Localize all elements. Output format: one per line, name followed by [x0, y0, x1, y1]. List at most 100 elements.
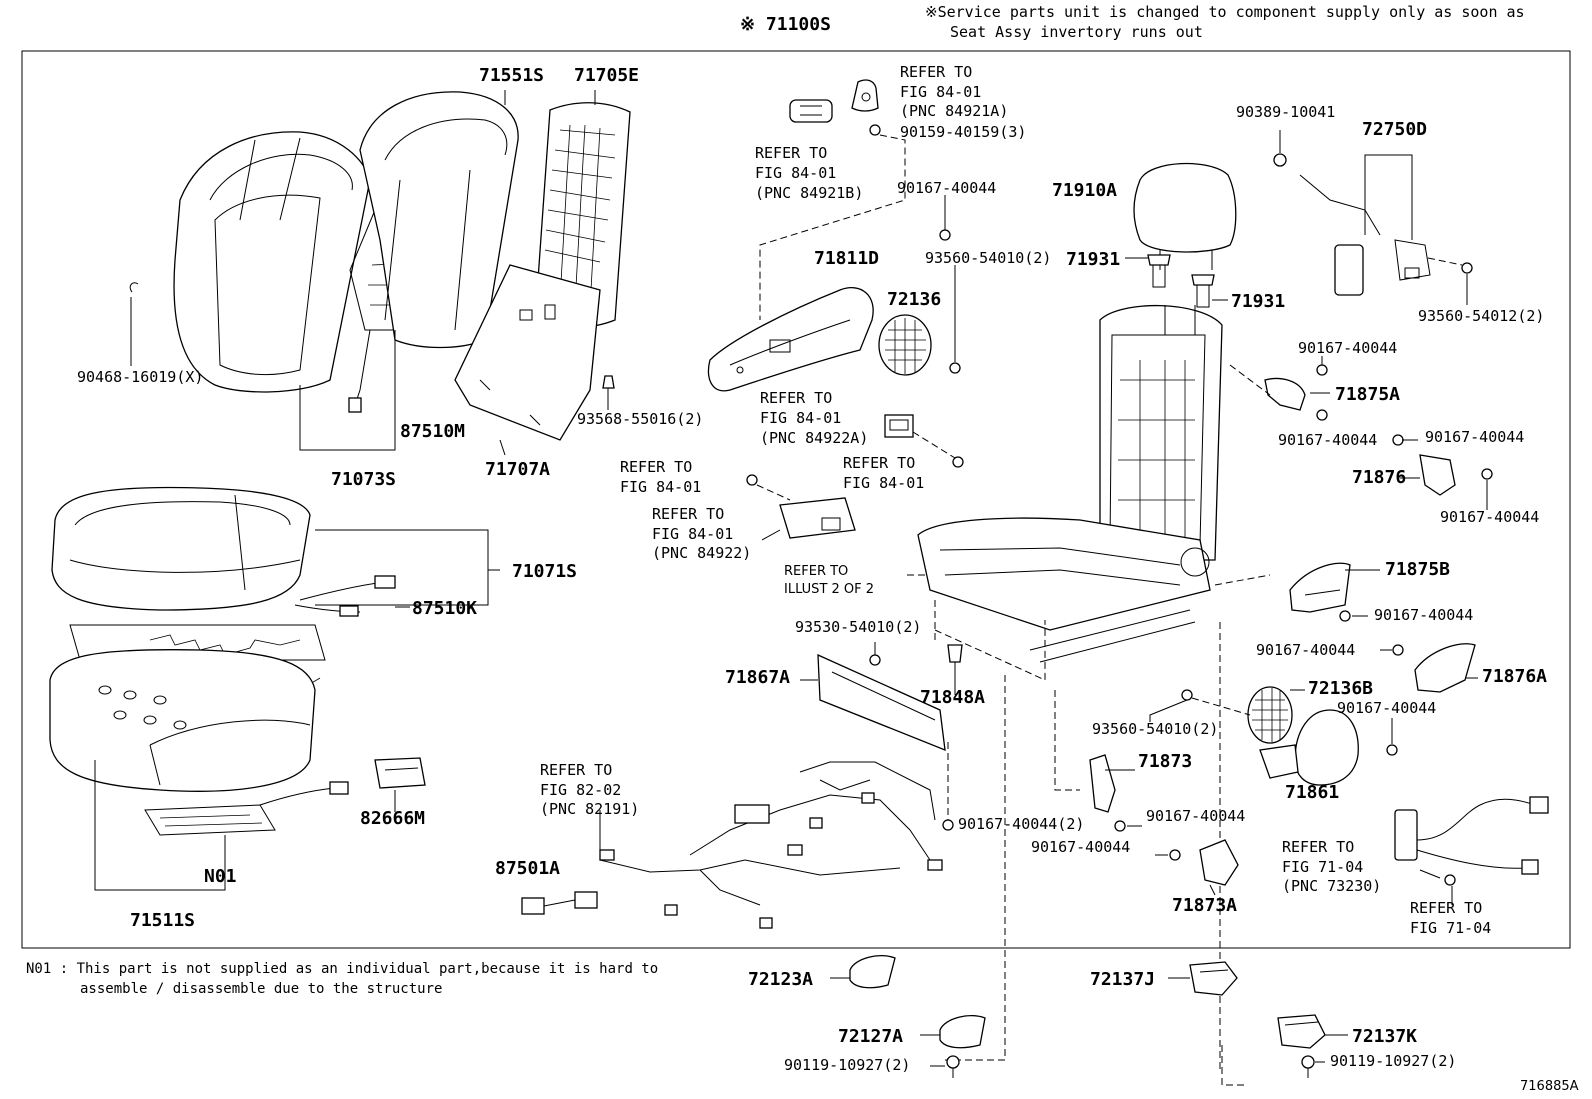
ref-82191-line2: FIG 82-02 — [540, 781, 621, 799]
switch-84922-illustration — [779, 497, 856, 539]
label-90167-2: 90167-40044(2) — [958, 815, 1084, 833]
label-87510M: 87510M — [400, 421, 465, 442]
label-90167-r8: 90167-40044 — [1146, 807, 1245, 825]
seatback-cover-illustration — [173, 131, 371, 393]
footnote-line1: N01 : This part is not supplied as an in… — [26, 961, 658, 977]
label-93560-12: 93560-54012(2) — [1418, 307, 1544, 325]
screw-90167-2-illustration — [942, 819, 954, 831]
cushion-heater-lower-illustration — [144, 781, 349, 836]
cover-72127A-illustration — [939, 1015, 986, 1049]
label-87501A: 87501A — [495, 858, 560, 879]
ref-84922A-line2: FIG 84-01 — [760, 409, 841, 427]
seat-cushion-cover-illustration — [51, 486, 311, 611]
label-90167-r7: 90167-40044 — [1337, 699, 1436, 717]
label-71811D: 71811D — [814, 248, 879, 269]
ref-82191-line3: (PNC 82191) — [540, 800, 639, 818]
bracket-71873-illustration — [1089, 754, 1116, 813]
label-87510K: 87510K — [412, 598, 477, 619]
ref-fig-a-line2: FIG 84-01 — [620, 478, 701, 496]
label-71073S: 71073S — [331, 469, 396, 490]
screw-90167-r2-illustration — [1316, 409, 1328, 421]
service-note-line1: ※Service parts unit is changed to compon… — [925, 3, 1525, 21]
screw-90167-r5-illustration — [1339, 610, 1351, 622]
ref-73230-line2: FIG 71-04 — [1282, 858, 1363, 876]
label-72137J: 72137J — [1090, 969, 1155, 990]
wire-harness-82191-illustration — [599, 761, 943, 929]
label-93530: 93530-54010(2) — [795, 618, 921, 636]
label-93560-mid: 93560-54010(2) — [1092, 720, 1218, 738]
clip-90389-illustration — [1273, 153, 1287, 167]
label-N01: N01 — [204, 866, 237, 887]
label-71875A: 71875A — [1335, 384, 1400, 405]
ref-7104-line1: REFER TO — [1410, 899, 1482, 917]
label-71848A: 71848A — [920, 687, 985, 708]
label-72136: 72136 — [887, 289, 941, 310]
service-note-line2: Seat Assy invertory runs out — [950, 23, 1203, 41]
ref-84922-line3: (PNC 84922) — [652, 544, 751, 562]
label-71707A: 71707A — [485, 459, 550, 480]
seat-frame-illustration — [917, 304, 1223, 663]
label-71551S: 71551S — [479, 65, 544, 86]
label-90167-r1: 90167-40044 — [1298, 339, 1397, 357]
cover-71875B-illustration — [1289, 562, 1351, 613]
ref-fig-b-line2: FIG 84-01 — [843, 474, 924, 492]
ref-84921A-line3: (PNC 84921A) — [900, 102, 1008, 120]
label-71875B: 71875B — [1385, 559, 1450, 580]
ref-fig-b-line1: REFER TO — [843, 454, 915, 472]
label-93568: 93568-55016(2) — [577, 410, 703, 428]
screw-90119b-illustration — [1301, 1055, 1315, 1078]
label-93560-top: 93560-54010(2) — [925, 249, 1051, 267]
label-71910A: 71910A — [1052, 180, 1117, 201]
label-71867A: 71867A — [725, 667, 790, 688]
label-90167-r6: 90167-40044 — [1256, 641, 1355, 659]
label-90119-a: 90119-10927(2) — [784, 1056, 910, 1074]
label-90167-r5: 90167-40044 — [1374, 606, 1473, 624]
screw-90167-top-illustration — [939, 229, 951, 241]
clip-90468-illustration — [129, 282, 139, 293]
seat-cushion-pad-illustration — [49, 649, 316, 792]
ref-illust-line2: ILLUST 2 OF 2 — [784, 582, 874, 597]
bracket-71876-illustration — [1419, 454, 1456, 496]
label-90167-r4: 90167-40044 — [1440, 508, 1539, 526]
label-82666M: 82666M — [360, 808, 425, 829]
label-72136B: 72136B — [1308, 678, 1373, 699]
switch-84922A-illustration — [884, 414, 914, 438]
label-71876: 71876 — [1352, 467, 1406, 488]
bracket-71873A-illustration — [1199, 839, 1239, 886]
ref-84922A-line1: REFER TO — [760, 389, 832, 407]
cushion-harness-illustration — [294, 575, 396, 617]
screw-90167-r3-illustration — [1392, 434, 1404, 446]
switch-knob-a-illustration — [789, 99, 833, 123]
cover-71876A-illustration — [1414, 643, 1476, 693]
bracket-71875A-illustration — [1264, 377, 1306, 411]
label-90119-b: 90119-10927(2) — [1330, 1052, 1456, 1070]
ref-84921A-line2: FIG 84-01 — [900, 83, 981, 101]
screw-90167-r7-illustration — [1386, 744, 1398, 756]
ref-73230-line3: (PNC 73230) — [1282, 877, 1381, 895]
screw-belt-illustration — [1444, 874, 1456, 886]
screw-90167-r8-illustration — [1114, 820, 1126, 832]
screw-93560-mid-illustration — [1181, 689, 1193, 701]
label-71861: 71861 — [1285, 782, 1339, 803]
screw-fig84-left-illustration — [746, 474, 758, 486]
knob-72136-illustration — [878, 314, 932, 376]
label-90167-r9: 90167-40044 — [1031, 838, 1130, 856]
headrest-support-a-illustration — [1147, 254, 1171, 288]
clip-71848A-illustration — [947, 644, 963, 663]
screw-93560-top-illustration — [949, 362, 961, 374]
label-71873A: 71873A — [1172, 895, 1237, 916]
ref-84922A-line3: (PNC 84922A) — [760, 429, 868, 447]
screw-90167-r1-illustration — [1316, 364, 1328, 376]
headrest-71910A-illustration — [1133, 162, 1237, 270]
screw-90119a-illustration — [946, 1055, 960, 1078]
screw-refer-fig-illustration — [952, 456, 964, 468]
side-airbag-72750D-illustration — [1299, 174, 1431, 296]
label-71873: 71873 — [1138, 751, 1192, 772]
ref-84921B-line2: FIG 84-01 — [755, 164, 836, 182]
ref-illust-line1: REFER TO — [784, 564, 848, 579]
seatback-panel-illustration — [454, 264, 601, 441]
ref-fig-a-line1: REFER TO — [620, 458, 692, 476]
label-72137K: 72137K — [1352, 1026, 1417, 1047]
screw-90159-illustration — [869, 124, 881, 136]
